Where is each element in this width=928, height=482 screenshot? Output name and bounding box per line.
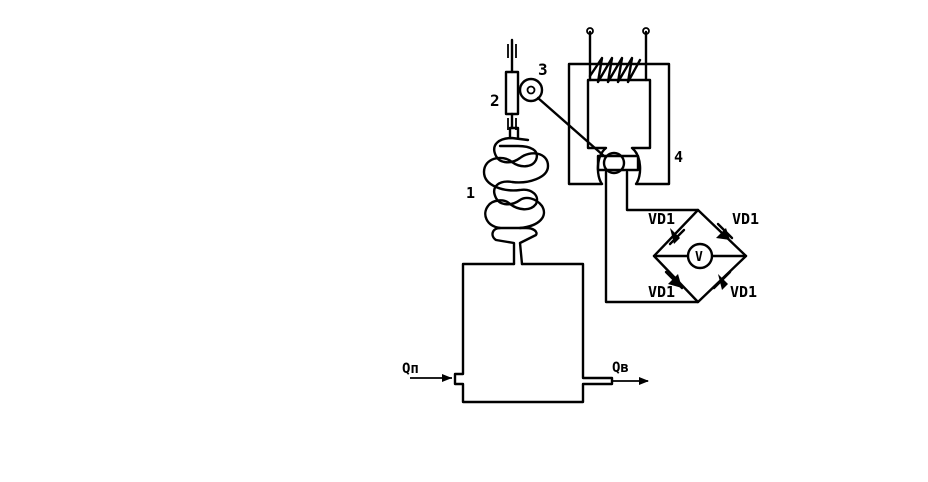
label-pulley: 3 — [538, 60, 548, 79]
bridge-wires — [604, 170, 700, 304]
label-diode-top-left: VD1 — [648, 210, 675, 228]
tank — [453, 262, 614, 404]
label-voltmeter: V — [695, 250, 703, 265]
ferrodynamic-converter — [567, 27, 671, 186]
diode-top-right — [716, 222, 734, 240]
label-diode-top-right: VD1 — [732, 210, 759, 228]
label-bellows: 1 — [466, 184, 475, 202]
bellows — [482, 126, 550, 266]
label-diode-bottom-right: VD1 — [730, 283, 757, 301]
pulley — [518, 77, 606, 158]
label-diode-bottom-left: VD1 — [648, 283, 675, 301]
diode-bottom-left — [664, 270, 684, 290]
diode-bridge — [652, 208, 748, 304]
rheostat — [504, 38, 520, 130]
inflow-arrow — [410, 374, 452, 382]
label-outflow: Qв — [612, 360, 629, 376]
diode-bottom-right — [712, 270, 732, 290]
label-rheostat: 2 — [490, 91, 500, 110]
label-inflow: Qп — [402, 361, 419, 377]
outflow-arrow — [613, 377, 649, 385]
voltmeter — [686, 242, 714, 270]
diode-top-left — [668, 228, 686, 246]
label-converter: 4 — [674, 148, 683, 166]
